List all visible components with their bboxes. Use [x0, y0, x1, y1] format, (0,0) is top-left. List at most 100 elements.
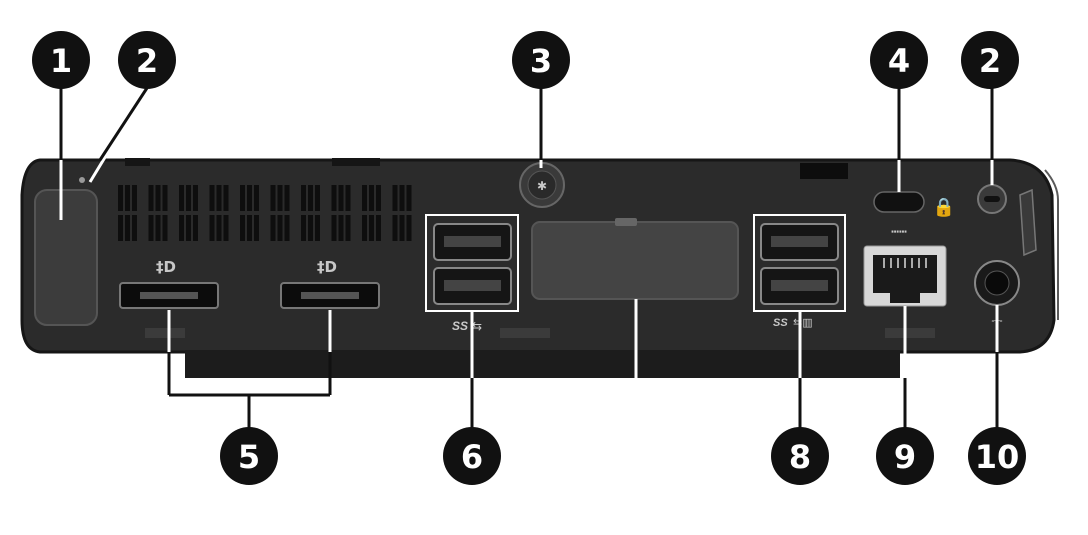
callout-number: 3 — [530, 42, 552, 80]
vent-slot — [369, 215, 374, 241]
usb-port-right-top — [760, 223, 839, 261]
usb-port-right-bottom — [760, 267, 839, 305]
chassis-top-lip-3 — [800, 163, 848, 179]
vent-slot — [179, 185, 184, 211]
vent-slot — [301, 185, 306, 211]
vent-slot — [338, 185, 344, 211]
vent-slot — [118, 215, 123, 241]
leader-lines-bottom-dark — [167, 352, 999, 430]
callout-6: 6 — [443, 427, 501, 485]
foot-pad-1 — [145, 328, 185, 338]
vent-slot — [284, 185, 290, 211]
foot-pad-3 — [885, 328, 935, 338]
chassis-foot — [185, 350, 900, 378]
ventilation-grille — [118, 185, 412, 241]
callout-number: 2 — [979, 42, 1001, 80]
screw-icon: ✱ — [537, 179, 547, 193]
usb-icon: ⇆ — [472, 319, 482, 333]
network-icon: ┅┅ — [891, 225, 907, 240]
vent-slot — [254, 215, 259, 241]
vent-slot — [399, 185, 405, 211]
foot-pad-2 — [500, 328, 550, 338]
vent-slot — [240, 185, 245, 211]
vent-slot — [186, 185, 191, 211]
vent-slot — [118, 185, 123, 211]
vent-slot — [284, 215, 290, 241]
vent-slot — [392, 185, 398, 211]
displayport-right: ‡D — [280, 258, 380, 309]
usb-port-left-top — [433, 223, 512, 261]
vent-slot — [362, 215, 367, 241]
usb-charging-icon: ⇆▥ — [793, 316, 813, 329]
vent-slot — [362, 185, 367, 211]
vent-slot — [376, 215, 381, 241]
vent-slot — [179, 215, 184, 241]
cable-hook — [1019, 188, 1037, 257]
security-loop-left — [79, 177, 85, 183]
vent-slot — [392, 215, 398, 241]
leader-lines-dark — [59, 87, 994, 161]
rj45-network-jack — [863, 245, 947, 307]
callout-2-right: 2 — [961, 31, 1019, 89]
vent-slot — [240, 215, 245, 241]
lock-icon: 🔒 — [933, 197, 955, 218]
vent-slot — [406, 215, 412, 241]
vent-slot — [399, 215, 405, 241]
vent-slot — [155, 215, 161, 241]
vent-slot — [216, 185, 222, 211]
vent-slot — [125, 185, 130, 211]
vent-slot — [345, 215, 351, 241]
vent-slot — [254, 185, 259, 211]
vent-slot — [331, 215, 337, 241]
rj45-contacts — [883, 258, 927, 268]
vent-slot — [209, 185, 215, 211]
vent-slot — [148, 185, 154, 211]
vent-slot — [376, 185, 381, 211]
vent-slot — [148, 215, 154, 241]
displayport-icon: ‡D — [317, 258, 337, 276]
vent-slot — [155, 185, 161, 211]
callout-2-left: 2 — [118, 31, 176, 89]
callout-1: 1 — [32, 31, 90, 89]
vent-slot — [277, 215, 283, 241]
vent-slot — [193, 215, 198, 241]
vent-slot — [132, 185, 137, 211]
callout-number: 2 — [136, 42, 158, 80]
vent-slot — [369, 185, 374, 211]
chassis-top-lip-1 — [125, 158, 150, 166]
vent-slot — [247, 215, 252, 241]
vent-slot — [345, 185, 351, 211]
callout-8: 8 — [771, 427, 829, 485]
thumbscrew: ✱ — [519, 162, 565, 208]
vent-slot — [270, 215, 276, 241]
vent-slot — [162, 185, 168, 211]
vent-slot — [308, 215, 313, 241]
callout-5: 5 — [220, 427, 278, 485]
callout-4: 4 — [870, 31, 928, 89]
vent-slot — [186, 215, 191, 241]
vent-slot — [162, 215, 168, 241]
vent-slot — [216, 215, 222, 241]
vent-slot — [132, 215, 137, 241]
vent-slot — [406, 185, 412, 211]
power-button — [34, 189, 98, 326]
callout-number: 5 — [238, 438, 260, 476]
callout-number: 10 — [975, 438, 1020, 476]
callout-number: 9 — [894, 438, 916, 476]
vent-slot — [338, 215, 344, 241]
usb-ss-label-right: SS — [773, 317, 788, 329]
vent-slot — [315, 185, 320, 211]
callout-number: 6 — [461, 438, 483, 476]
displayport-left: ‡D — [119, 258, 219, 309]
security-loop-right — [977, 184, 1007, 214]
callout-10: 10 — [968, 427, 1026, 485]
vent-slot — [209, 215, 215, 241]
vent-slot — [315, 215, 320, 241]
vent-slot — [308, 185, 313, 211]
usb-port-left-bottom — [433, 267, 512, 305]
vent-slot — [223, 215, 229, 241]
chassis-right-highlight — [1044, 169, 1059, 320]
vent-slot — [125, 215, 130, 241]
expansion-slot-cover — [531, 218, 739, 300]
